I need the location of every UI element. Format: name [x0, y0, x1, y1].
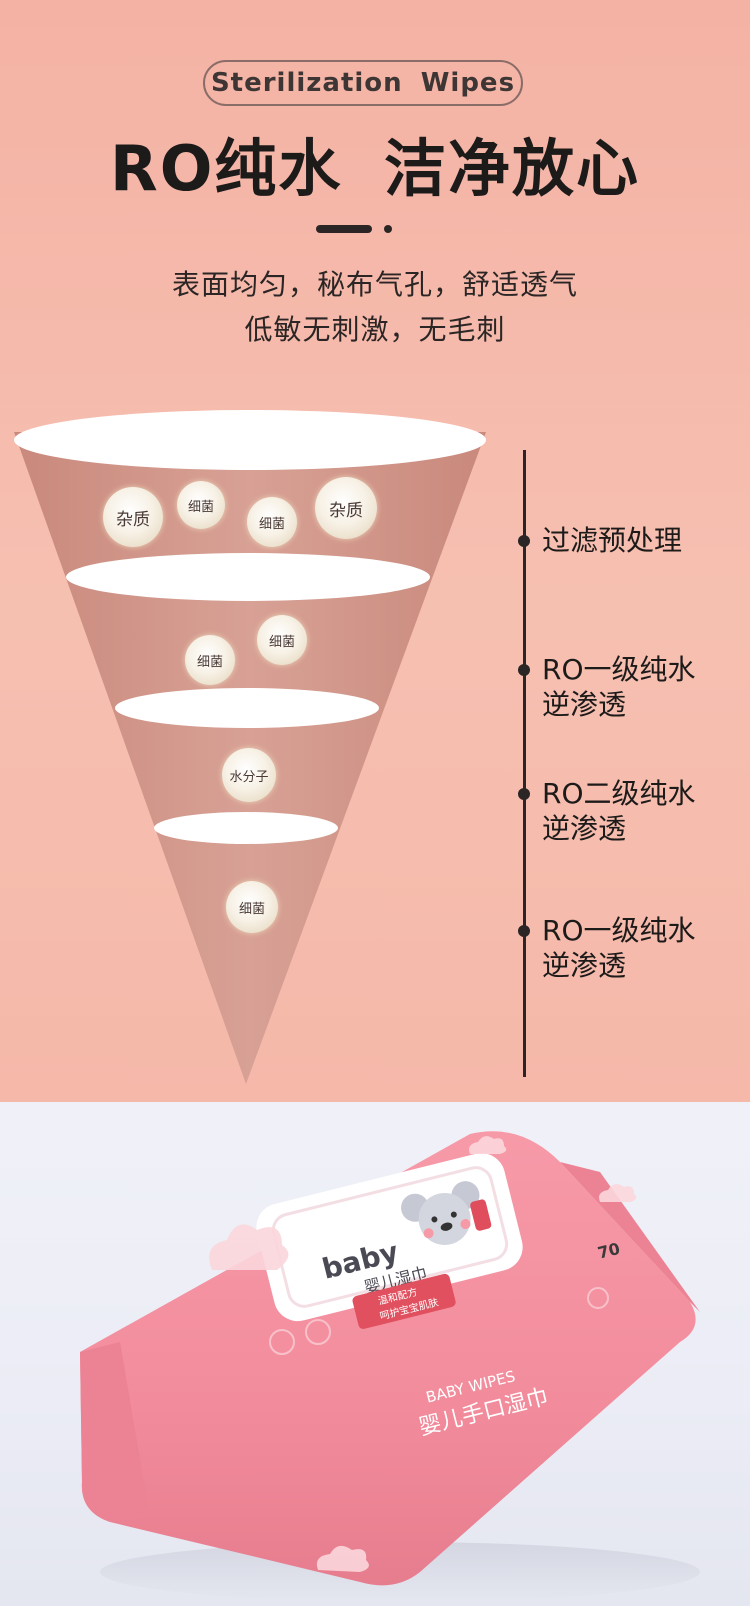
subtitle-line-1: 表面均匀，秘布气孔，舒适透气 — [171, 268, 578, 301]
product-photo: baby 婴儿湿巾 温和配方 呵护宝宝肌肤 70 BABY WIPES 婴儿手口… — [0, 1102, 750, 1606]
funnel-layer-3 — [154, 812, 338, 844]
particle-bacteria: 细菌 — [185, 635, 235, 685]
cloud-icon — [209, 1224, 289, 1270]
step-label: 过滤预处理 — [542, 524, 683, 557]
wipes-package-image: baby 婴儿湿巾 温和配方 呵护宝宝肌肤 70 BABY WIPES 婴儿手口… — [80, 1131, 700, 1602]
feature-section: Sterilization Wipes RO纯水 洁净放心 表面均匀，秘布气孔，… — [0, 0, 750, 1102]
particle-bacteria: 细菌 — [177, 481, 225, 529]
divider-dash — [316, 225, 372, 233]
step-label: RO二级纯水 逆渗透 — [542, 777, 696, 845]
cloud-icon — [316, 1545, 369, 1572]
cert-icon — [305, 1319, 331, 1345]
timeline-dot — [518, 664, 530, 676]
particle-impurity: 杂质 — [103, 487, 163, 547]
funnel-layer-2 — [115, 688, 379, 728]
timeline-dot — [518, 535, 530, 547]
particle-impurity: 杂质 — [315, 477, 377, 539]
section-badge: Sterilization Wipes — [203, 60, 523, 106]
package-seal-left — [80, 1342, 150, 1522]
cert-icon — [587, 1287, 609, 1309]
process-timeline — [523, 450, 526, 1077]
timeline-dot — [518, 925, 530, 937]
page-title: RO纯水 洁净放心 — [109, 132, 641, 205]
particle-bacteria: 细菌 — [247, 497, 297, 547]
wipe-count: 70 — [596, 1239, 622, 1263]
cloud-icon — [469, 1136, 507, 1154]
step-label: RO一级纯水 逆渗透 — [542, 653, 696, 721]
package-body — [80, 1131, 696, 1586]
cert-icon — [269, 1329, 295, 1355]
divider-dot — [384, 225, 392, 233]
particle-bacteria: 细菌 — [257, 615, 307, 665]
subtitle-line-2: 低敏无刺激，无毛刺 — [244, 313, 506, 346]
step-label: RO一级纯水 逆渗透 — [542, 914, 696, 982]
timeline-dot — [518, 788, 530, 800]
particle-water-molecule: 水分子 — [222, 748, 276, 802]
cloud-icon — [599, 1184, 637, 1202]
funnel-top-ellipse — [14, 410, 486, 470]
package-seal-right — [560, 1162, 700, 1312]
particle-bacteria: 细菌 — [226, 881, 278, 933]
funnel-layer-1 — [66, 553, 430, 601]
